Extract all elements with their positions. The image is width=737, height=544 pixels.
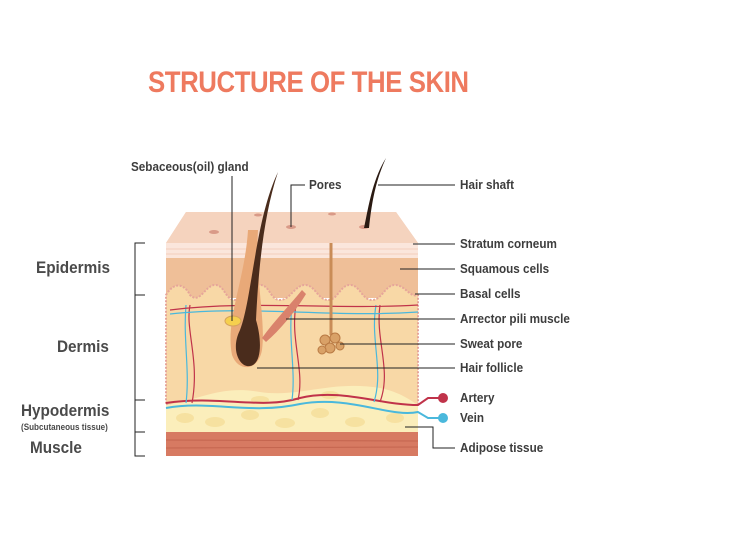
artery-icon xyxy=(438,393,448,403)
label-muscle: Muscle xyxy=(30,438,82,457)
label-squamous-cells: Squamous cells xyxy=(460,261,550,276)
label-sweat-pore: Sweat pore xyxy=(460,336,523,351)
label-hair-follicle: Hair follicle xyxy=(460,360,524,375)
label-adipose-tissue: Adipose tissue xyxy=(460,440,544,455)
hair-shaft-left xyxy=(235,172,278,367)
sweat-gland xyxy=(317,332,345,355)
label-dermis: Dermis xyxy=(57,337,109,356)
label-hypodermis: Hypodermis xyxy=(21,401,110,420)
hair-shaft xyxy=(364,158,386,228)
sebaceous-gland xyxy=(224,315,242,327)
muscle-layer xyxy=(166,432,418,456)
vein-vessel xyxy=(165,400,441,419)
label-subcutaneous-tissue: (Subcutaneous tissue) xyxy=(21,422,108,432)
stratum-corneum-layer xyxy=(166,243,418,258)
label-vein: Vein xyxy=(460,410,485,425)
label-arrector-pili-muscle: Arrector pili muscle xyxy=(460,311,570,326)
label-pores: Pores xyxy=(309,177,342,192)
label-sebaceous-gland: Sebaceous(oil) gland xyxy=(131,159,249,174)
artery-vessel xyxy=(165,393,441,407)
label-epidermis: Epidermis xyxy=(36,258,110,277)
label-stratum-corneum: Stratum corneum xyxy=(460,236,557,251)
page-title: STRUCTURE OF THE SKIN xyxy=(148,66,469,99)
label-basal-cells: Basal cells xyxy=(460,286,521,301)
vein-icon xyxy=(438,413,448,423)
label-artery: Artery xyxy=(460,390,495,405)
label-hair-shaft: Hair shaft xyxy=(460,177,514,192)
arrector-pili-muscle xyxy=(262,290,306,342)
